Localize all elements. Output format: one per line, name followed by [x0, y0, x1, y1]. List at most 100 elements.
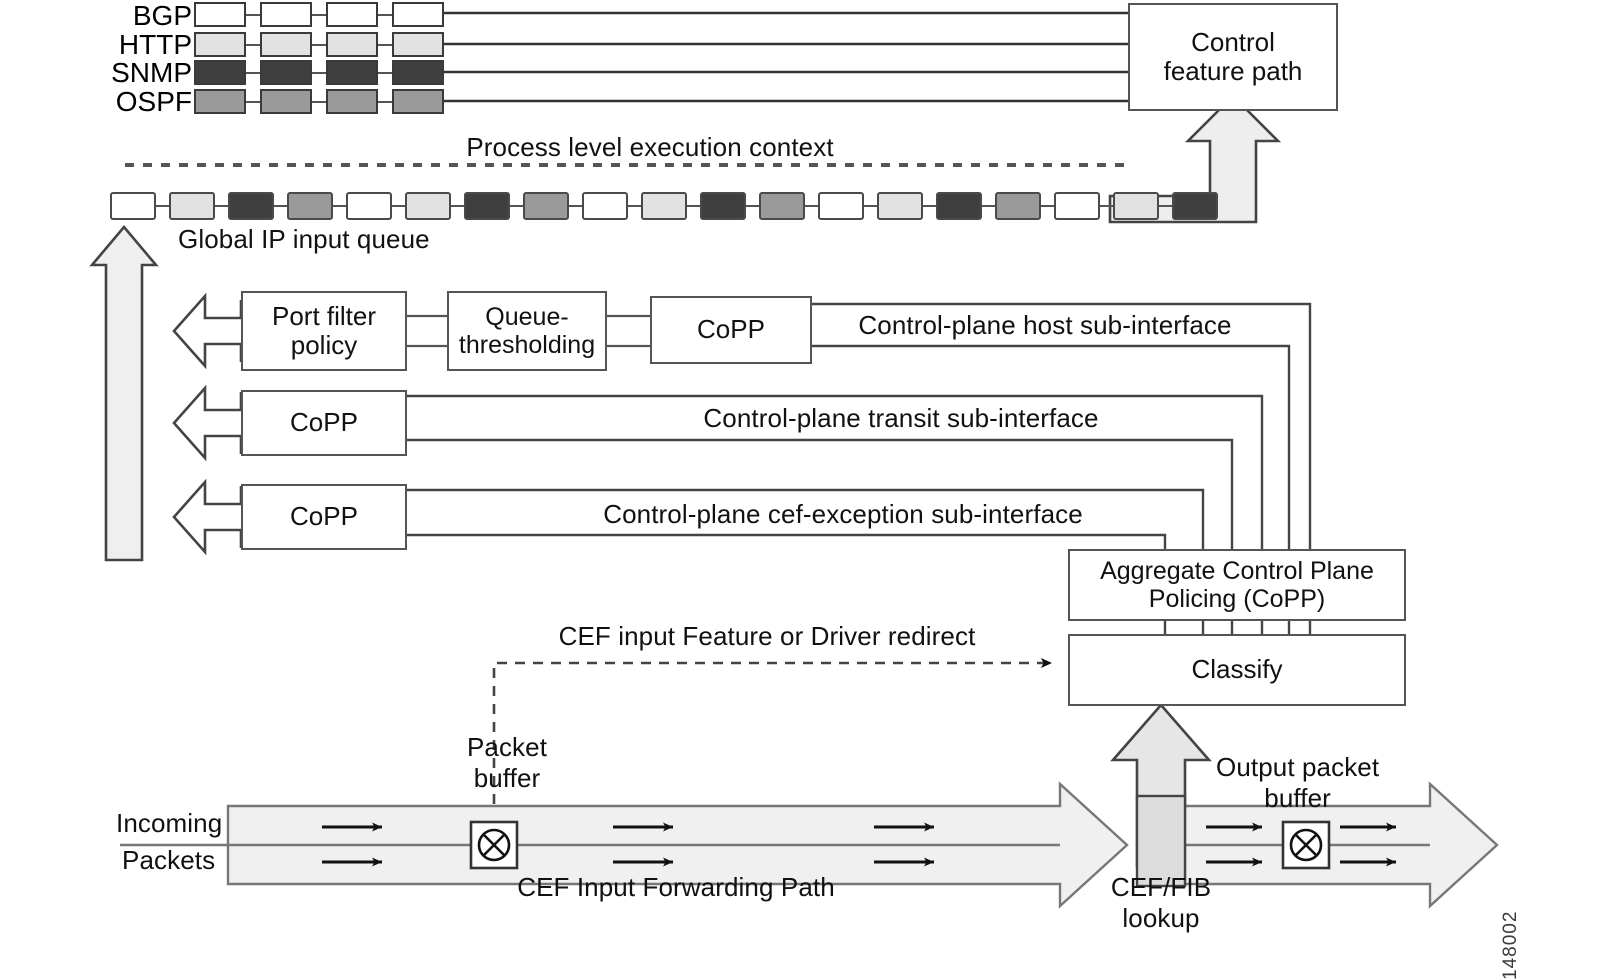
queue-connector	[569, 205, 582, 207]
row-left-arrows	[172, 292, 243, 556]
host-row-links	[407, 314, 650, 348]
protocol-packet-snmp-1	[194, 60, 246, 85]
aggregate-copp-box[interactable]: Aggregate Control Plane Policing (CoPP)	[1068, 549, 1406, 621]
incoming-label: Incoming	[116, 808, 223, 838]
port-filter-line2: policy	[290, 330, 358, 360]
queue-connector	[1100, 205, 1113, 207]
queue-connector	[333, 205, 346, 207]
queue-packet-17	[1054, 192, 1100, 220]
classify-label: Classify	[1191, 654, 1283, 685]
protocol-packet-http-2	[260, 32, 312, 57]
port-filter-policy-box[interactable]: Port filter policy	[241, 291, 407, 371]
queue-packet-9	[582, 192, 628, 220]
queue-connector	[746, 205, 759, 207]
copp-host-label: CoPP	[697, 314, 765, 345]
queue-packet-3	[228, 192, 274, 220]
protocol-packet-snmp-2	[260, 60, 312, 85]
protocol-packet-bgp-1	[194, 2, 246, 27]
protocol-packet-bgp-3	[326, 2, 378, 27]
protocol-connector	[378, 43, 392, 46]
copp-host-box[interactable]: CoPP	[650, 296, 812, 364]
control-feature-path-box[interactable]: Control feature path	[1128, 3, 1338, 111]
queue-connector	[451, 205, 464, 207]
queue-connector	[1041, 205, 1054, 207]
queue-packet-8	[523, 192, 569, 220]
flow-arrows	[322, 822, 1396, 867]
queue-connector	[392, 205, 405, 207]
copp-transit-box[interactable]: CoPP	[241, 390, 407, 456]
packet-buffer-line2: buffer	[473, 763, 541, 793]
figure-credit: 148002	[1500, 910, 1521, 980]
queue-packet-11	[700, 192, 746, 220]
protocol-packet-snmp-4	[392, 60, 444, 85]
protocol-packet-ospf-2	[260, 89, 312, 114]
cef-subinterface-rails	[406, 488, 1205, 552]
aggregate-line2: Policing (CoPP)	[1148, 585, 1326, 613]
queue-packet-6	[405, 192, 451, 220]
protocol-connector	[378, 100, 392, 103]
protocol-packet-ospf-3	[326, 89, 378, 114]
copp-cef-box[interactable]: CoPP	[241, 484, 407, 550]
left-arrow-transit	[172, 384, 243, 462]
cef-subinterface-label: Control-plane cef-exception sub-interfac…	[603, 499, 1083, 529]
protocol-packet-http-1	[194, 32, 246, 57]
protocol-connector	[312, 100, 326, 103]
protocol-connector	[246, 71, 260, 74]
process-context-label: Process level execution context	[466, 132, 834, 162]
packet-buffer-icon	[469, 820, 519, 870]
queue-packet-19	[1172, 192, 1218, 220]
copp-cef-label: CoPP	[290, 501, 358, 532]
protocol-connector	[378, 13, 392, 16]
queue-threshold-line2: thresholding	[458, 331, 596, 359]
output-packet-buffer-label: Output packet buffer	[1216, 752, 1379, 814]
queue-packet-12	[759, 192, 805, 220]
protocol-connector	[246, 13, 260, 16]
protocol-connector	[312, 43, 326, 46]
protocol-label-snmp: SNMP	[111, 57, 192, 88]
queue-connector	[510, 205, 523, 207]
protocol-packet-snmp-3	[326, 60, 378, 85]
protocol-connector	[378, 71, 392, 74]
output-buffer-line2: buffer	[1264, 783, 1331, 813]
protocol-connector	[312, 13, 326, 16]
protocol-packet-http-4	[392, 32, 444, 57]
left-arrow-cef	[172, 478, 243, 556]
forwarding-path-label: CEF Input Forwarding Path	[517, 872, 835, 902]
queue-packet-15	[936, 192, 982, 220]
queue-packet-13	[818, 192, 864, 220]
packet-buffer-label: Packet buffer	[467, 732, 547, 794]
control-path-arrows	[432, 8, 1128, 106]
protocol-connector	[246, 43, 260, 46]
cef-fib-lookup-bar	[1135, 794, 1187, 888]
queue-connector	[156, 205, 169, 207]
queue-packet-1	[110, 192, 156, 220]
queue-packet-7	[464, 192, 510, 220]
packets-label: Packets	[122, 845, 216, 875]
control-feature-path-line2: feature path	[1163, 56, 1303, 86]
queue-packet-2	[169, 192, 215, 220]
classify-box[interactable]: Classify	[1068, 634, 1406, 706]
left-arrow-host	[172, 292, 243, 370]
queue-connector	[215, 205, 228, 207]
queue-packet-16	[995, 192, 1041, 220]
protocol-packet-ospf-1	[194, 89, 246, 114]
host-subinterface-label: Control-plane host sub-interface	[858, 310, 1232, 340]
queue-connector	[274, 205, 287, 207]
queue-connector	[687, 205, 700, 207]
transit-subinterface-label: Control-plane transit sub-interface	[703, 403, 1099, 433]
queue-connector	[923, 205, 936, 207]
cef-fib-lookup-label: CEF/FIB lookup	[1111, 872, 1211, 934]
output-buffer-line1: Output packet	[1216, 752, 1380, 782]
protocol-connector	[246, 100, 260, 103]
aggregate-classify-ticks	[1163, 620, 1312, 635]
queue-threshold-line1: Queue-	[485, 303, 569, 331]
queue-packet-18	[1113, 192, 1159, 220]
protocol-packet-bgp-4	[392, 2, 444, 27]
output-packet-buffer-icon	[1281, 820, 1331, 870]
queue-thresholding-box[interactable]: Queue- thresholding	[447, 291, 607, 371]
cef-redirect-label: CEF input Feature or Driver redirect	[558, 621, 976, 651]
fib-line1: CEF/FIB	[1110, 872, 1212, 902]
queue-packet-4	[287, 192, 333, 220]
protocol-label-ospf: OSPF	[115, 86, 192, 117]
packet-buffer-line1: Packet	[466, 732, 548, 762]
